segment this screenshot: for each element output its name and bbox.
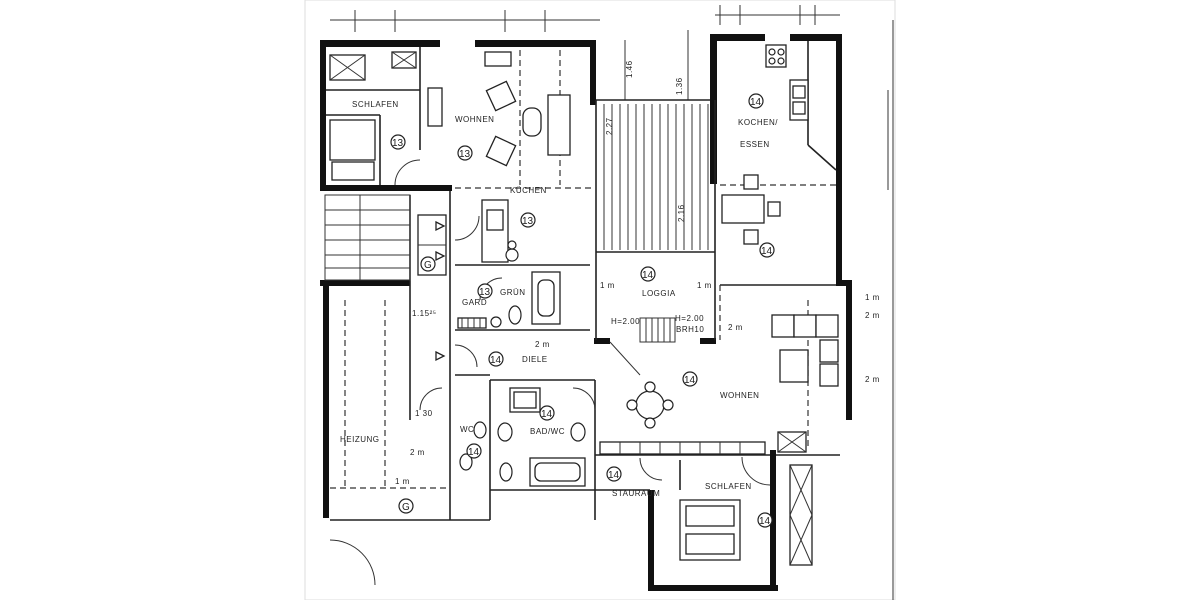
room-number-markers: 13 13 13 13 14 14 14 14 14 14 14 14 14 G… [390,93,775,528]
dim-m6: 2 m [410,448,425,457]
marker-14b: 14 [761,246,773,257]
marker-14h: 14 [608,470,620,481]
dim-227: 2.27 [605,117,614,135]
marker-14c: 14 [642,270,654,281]
marker-14d: 14 [490,355,502,366]
living-sofa [771,314,839,453]
dimension-labels: 1.46 1.36 2.27 2.16 1.15²⁵ 1 30 H=2.00 H… [395,60,880,486]
dim-m9: 2 m [865,375,880,384]
stairwell [324,194,411,281]
loggia-steps [609,317,676,376]
exterior-walls [320,34,852,591]
kitchenette-counter [481,199,519,263]
dim-146: 1.46 [625,60,634,78]
bottom-bedroom-bed [679,464,813,566]
kitchen-dining-set [721,174,781,245]
room-label-wohnen-main: WOHNEN [720,391,759,400]
dim-m8: 1 m [865,293,880,302]
dim-m5: 1 m [395,477,410,486]
loggia-hatch [603,104,709,250]
marker-13c: 13 [522,216,534,227]
room-label-kuechen: KÜCHEN [510,186,547,195]
marker-14i: 14 [759,516,771,527]
dim-115: 1.15²⁵ [412,309,437,318]
marker-13d: 13 [479,287,491,298]
top-dimension-ticks [330,5,840,100]
dim-m2: 2 m [535,340,550,349]
marker-13a: 13 [392,138,404,149]
marker-14f: 14 [541,409,553,420]
dim-h200b: H=2.00 [675,314,704,323]
room-label-schlafen-bottom: SCHLAFEN [705,482,752,491]
marker-g1: G [424,260,432,271]
dim-h200a: H=2.00 [611,317,640,326]
room-label-heizung: HEIZUNG [340,435,380,444]
marker-14e: 14 [684,375,696,386]
round-dining-table [626,381,674,429]
dim-130: 1 30 [415,409,433,418]
room-label-schlafen-top: SCHLAFEN [352,100,399,109]
room-label-bad-wc: BAD/WC [530,427,565,436]
dim-m7: 2 m [865,311,880,320]
living-room-top-furniture [427,51,571,167]
marker-14a: 14 [750,97,762,108]
marker-14g: 14 [468,447,480,458]
room-label-wohnen-top: WOHNEN [455,115,494,124]
interior-walls [326,41,840,521]
dim-m3: 2 m [728,323,743,332]
room-label-gruen: GRÜN [500,288,526,297]
dim-m4: 1 m [697,281,712,290]
dim-216: 2.16 [677,204,686,222]
marker-13b: 13 [459,149,471,160]
sideboard [599,441,766,455]
room-label-essen: ESSEN [740,140,770,149]
dashed-lines [330,50,836,490]
dim-m1: 1 m [600,281,615,290]
bathroom-fixtures [459,387,586,487]
room-label-kochen: KOCHEN/ [738,118,778,127]
bath-small [457,271,561,329]
room-label-wc: WC [460,425,474,434]
dim-136: 1.36 [675,77,684,95]
room-label-garderobe: GARD [462,298,487,307]
dim-bru: BRH10 [676,325,704,334]
top-bedroom-bed [329,51,417,181]
room-label-loggia: LOGGIA [642,289,676,298]
room-label-stauraum: STAURAUM [612,489,660,498]
room-label-diele: DIELE [522,355,548,364]
kitchen-counters [765,44,809,121]
marker-g2: G [402,502,410,513]
